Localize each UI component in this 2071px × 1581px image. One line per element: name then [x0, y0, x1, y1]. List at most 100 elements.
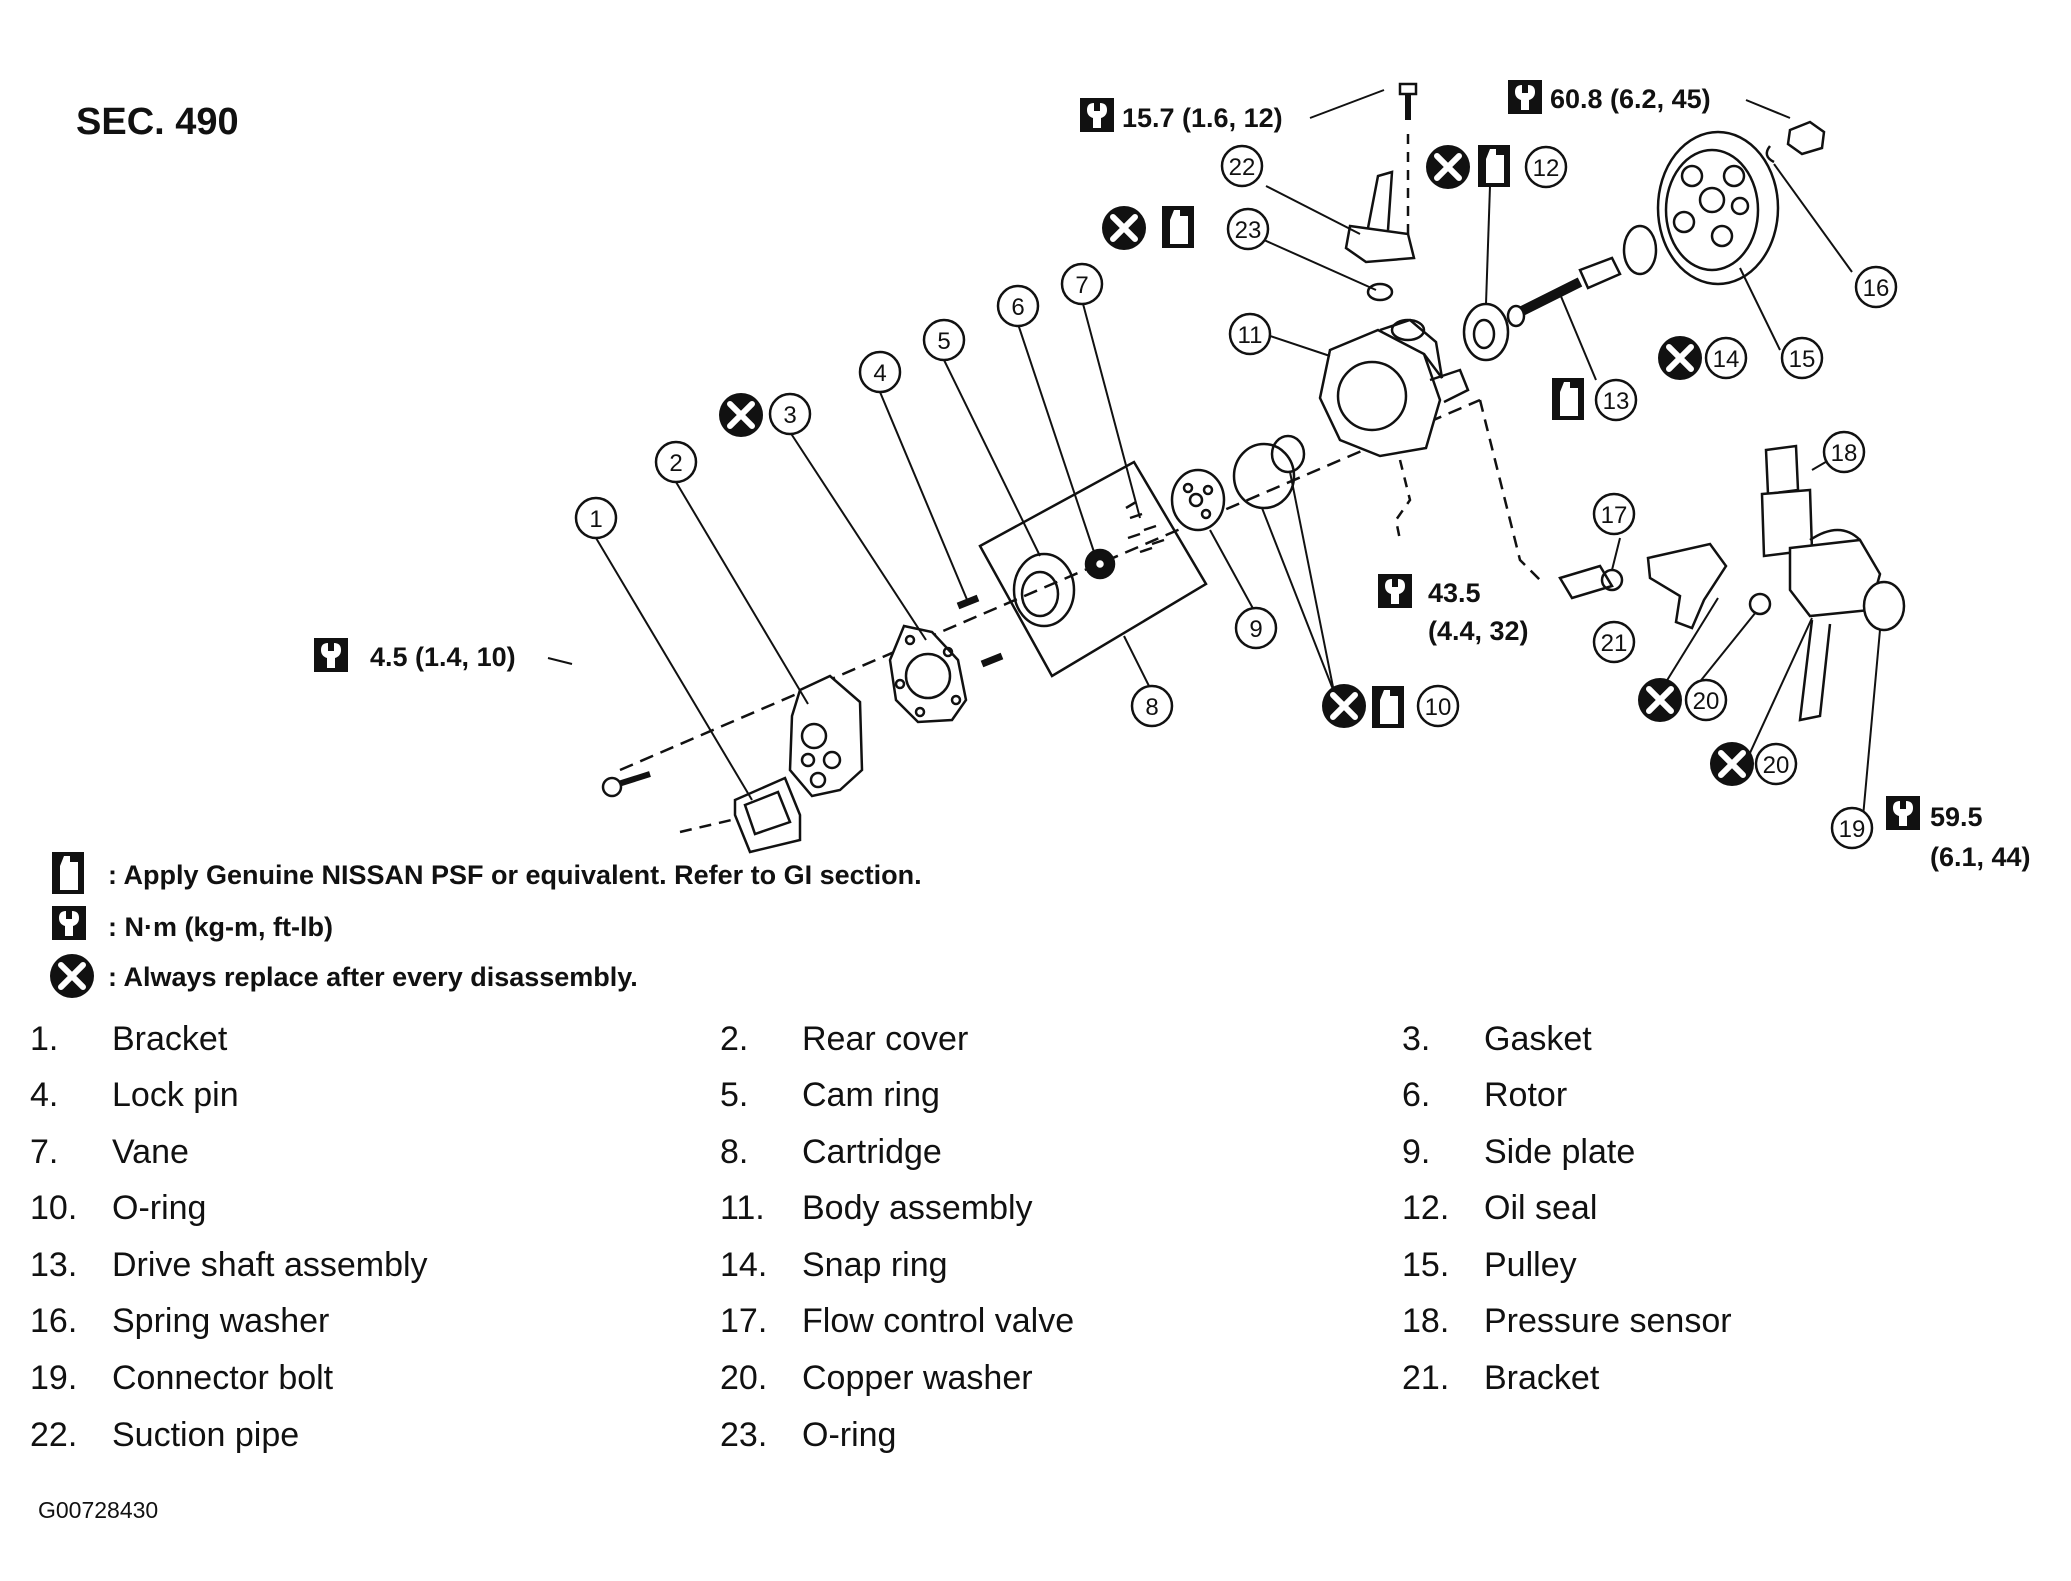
part-name: Rear cover	[802, 1020, 969, 1058]
callout-6: 6	[996, 284, 1040, 328]
callout-number: 16	[1863, 275, 1890, 302]
callout-23: 23	[1226, 207, 1270, 251]
part-number: 10.	[30, 1189, 78, 1227]
legend-replace-text: : Always replace after every disassembly…	[108, 962, 638, 992]
part-item: 7.Vane	[30, 1133, 189, 1172]
wrench-torque-icon	[1508, 80, 1542, 114]
replace-x-icon	[1658, 336, 1702, 380]
callout-7: 7	[1060, 262, 1104, 306]
wrench-torque-icon	[1378, 574, 1412, 608]
torque-spec-pulley-nut: 60.8 (6.2, 45)	[1550, 84, 1711, 114]
fluid-can-icon	[1552, 378, 1584, 420]
callout-21: 21	[1592, 620, 1636, 664]
callout-14: 14	[1704, 336, 1748, 380]
part-name: Pressure sensor	[1484, 1302, 1732, 1340]
callout-8: 8	[1130, 684, 1174, 728]
callout-number: 2	[669, 450, 682, 477]
callout-number: 18	[1831, 440, 1858, 467]
callout-19: 19	[1830, 806, 1874, 850]
part-name: Rotor	[1484, 1076, 1568, 1114]
part-number: 22.	[30, 1416, 78, 1454]
part-number: 4.	[30, 1076, 59, 1114]
callout-11: 11	[1228, 312, 1272, 356]
pump-components	[601, 82, 1906, 854]
part-number: 9.	[1402, 1133, 1431, 1171]
part-number: 17.	[720, 1302, 768, 1340]
callout-number: 3	[783, 402, 796, 429]
part-item: 14.Snap ring	[720, 1246, 948, 1285]
part-name: Bracket	[112, 1020, 228, 1058]
callout-4: 4	[858, 350, 902, 394]
callout-number: 13	[1603, 388, 1630, 415]
part-name: Side plate	[1484, 1133, 1636, 1171]
callout-12: 12	[1524, 145, 1568, 189]
callout-number: 15	[1789, 346, 1816, 373]
part-number: 15.	[1402, 1246, 1450, 1284]
callout-number: 20	[1693, 688, 1720, 715]
callout-22: 22	[1220, 144, 1264, 188]
callout-number: 8	[1145, 694, 1158, 721]
part-name: Drive shaft assembly	[112, 1246, 428, 1284]
callout-20: 20	[1684, 678, 1728, 722]
fluid-can-icon	[52, 852, 84, 894]
callout-number: 19	[1839, 816, 1866, 843]
replace-x-icon	[50, 954, 94, 998]
fluid-can-icon	[1372, 686, 1404, 728]
part-item: 23. O-ring	[720, 1416, 896, 1455]
part-item: 21. Bracket	[1402, 1359, 1599, 1398]
part-name: Cartridge	[802, 1133, 942, 1171]
replace-x-icon	[1638, 678, 1682, 722]
callout-number: 5	[937, 328, 950, 355]
replace-x-icon	[1426, 145, 1470, 189]
part-item: 9. Side plate	[1402, 1133, 1635, 1172]
part-item: 5. Cam ring	[720, 1076, 940, 1115]
part-number: 11.	[720, 1189, 765, 1227]
wrench-torque-icon	[1080, 98, 1114, 132]
part-number: 5.	[720, 1076, 749, 1114]
part-number: 20.	[720, 1359, 768, 1397]
callout-number: 20	[1763, 752, 1790, 779]
part-item: 10. O-ring	[30, 1189, 206, 1228]
part-name: Lock pin	[112, 1076, 239, 1114]
callout-15: 15	[1780, 336, 1824, 380]
part-item: 15. Pulley	[1402, 1246, 1577, 1285]
callout-18: 18	[1822, 430, 1866, 474]
part-item: 18.Pressure sensor	[1402, 1302, 1732, 1341]
part-item: 3.Gasket	[1402, 1020, 1592, 1059]
part-name: Cam ring	[802, 1076, 940, 1114]
part-number: 13.	[30, 1246, 78, 1284]
part-name: Connector bolt	[112, 1359, 334, 1397]
callout-number: 4	[873, 360, 886, 387]
part-item: 19.Connector bolt	[30, 1359, 333, 1398]
callout-number: 7	[1075, 272, 1088, 299]
legend-fluid-text: : Apply Genuine NISSAN PSF or equivalent…	[108, 860, 922, 890]
part-name: Body assembly	[802, 1189, 1033, 1227]
part-number: 3.	[1402, 1020, 1431, 1058]
part-number: 1.	[30, 1020, 59, 1058]
part-number: 2.	[720, 1020, 749, 1058]
part-name: O-ring	[802, 1416, 897, 1454]
part-name: Oil seal	[1484, 1189, 1598, 1227]
part-number: 23.	[720, 1416, 768, 1454]
part-name: Pulley	[1484, 1246, 1577, 1284]
callout-number: 21	[1601, 630, 1628, 657]
callout-number: 22	[1229, 154, 1256, 181]
part-number: 21.	[1402, 1359, 1450, 1397]
part-item: 17.Flow control valve	[720, 1302, 1074, 1341]
callout-number: 12	[1533, 155, 1560, 182]
part-item: 2. Rear cover	[720, 1020, 968, 1059]
part-item: 16.Spring washer	[30, 1302, 329, 1341]
image-id: G00728430	[38, 1497, 158, 1523]
callout-number: 23	[1235, 217, 1262, 244]
callout-10: 10	[1416, 684, 1460, 728]
torque-spec-rear-cover-bolt: 4.5 (1.4, 10)	[370, 642, 516, 672]
part-name: Copper washer	[802, 1359, 1033, 1397]
part-name: Suction pipe	[112, 1416, 300, 1454]
part-name: Bracket	[1484, 1359, 1600, 1397]
replace-x-icon	[1102, 206, 1146, 250]
callout-number: 10	[1425, 694, 1452, 721]
part-name: O-ring	[112, 1189, 207, 1227]
part-item: 13. Drive shaft assembly	[30, 1246, 428, 1285]
torque-spec-connector-bolt-kgm: (6.1, 44)	[1930, 842, 2031, 872]
